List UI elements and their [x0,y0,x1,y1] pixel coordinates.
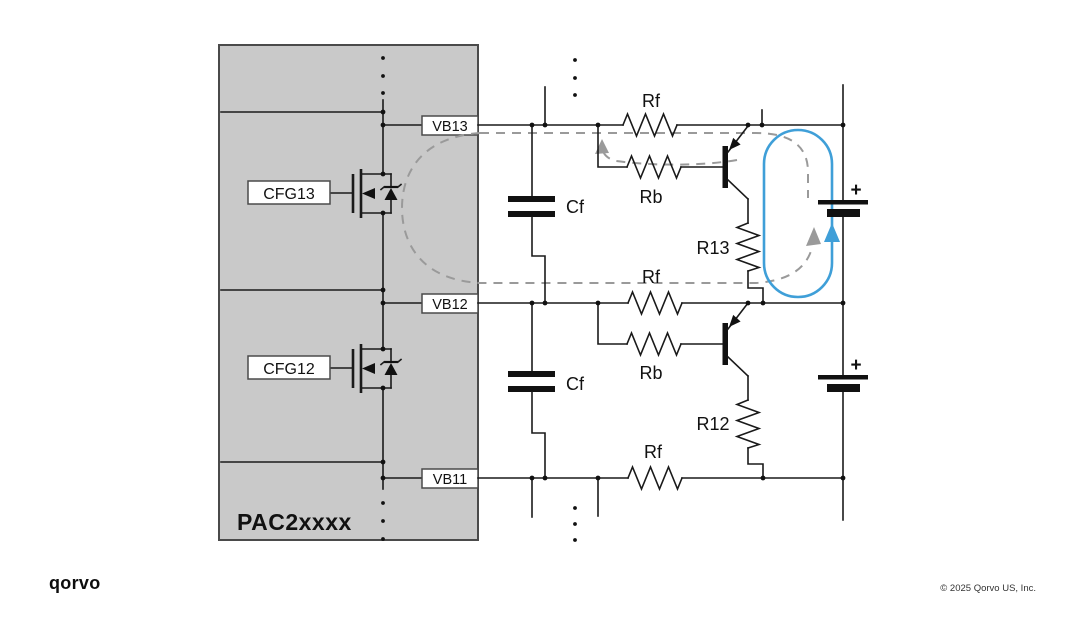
cfg13-label: CFG13 [263,186,315,203]
qorvo-logo: qorvo [49,573,101,593]
base-bar [722,323,728,365]
resistor-rb-top [625,153,683,181]
pin-vb12-label: VB12 [432,297,467,313]
body-arrow-icon [362,363,375,374]
resistor-r13 [734,221,762,273]
transistor-q13 [722,124,764,304]
resistor-rb-top-branch [597,124,724,181]
emitter-arrow-icon [729,137,741,150]
resistor-rf-bottom [626,464,684,492]
battery-plate-short [827,384,860,392]
gray-arrow-up-icon [595,139,609,154]
cap-plate [508,211,555,217]
cfg12-block: CFG12 [247,355,331,380]
label-rf-mid: Rf [642,267,661,287]
copyright-text: © 2025 Qorvo US, Inc. [940,583,1036,594]
component-labels: Rf Rf Rf Rb Rb R13 R12 Cf Cf [566,91,730,462]
label-cf-bottom: Cf [566,374,585,394]
resistor-rb-bottom [625,330,683,358]
resistor-rf-top [621,111,679,139]
body-arrow-icon [362,188,375,199]
label-rf-bottom: Rf [644,442,663,462]
ellipsis-dots [381,56,577,542]
pin-vb13-label: VB13 [432,119,467,135]
junction-dots [380,109,846,481]
label-rb-top: Rb [639,187,662,207]
continuation-stubs [531,86,763,518]
cfg13-block: CFG13 [247,180,331,205]
mosfet-cfg12 [329,344,403,393]
resistor-rf-mid [626,289,684,317]
label-rb-bottom: Rb [639,363,662,383]
battery-plate-long [818,200,868,205]
cap-plate [508,196,555,202]
battery-top: + [818,180,868,217]
mosfet-cfg13 [329,169,403,218]
resistor-r12 [734,398,762,450]
battery-plate-long [818,375,868,380]
battery-plate-short [827,209,860,217]
transistor-q12 [722,301,764,479]
current-loop-dashed [400,132,821,284]
blue-arrow-up-icon [824,223,840,242]
label-r12: R12 [696,414,729,434]
pin-box-vb13: VB13 [421,115,479,136]
emitter-arrow-icon [729,314,741,327]
battery-rail: + + [818,84,868,521]
battery-bottom: + [818,355,868,392]
label-r13: R13 [696,238,729,258]
cap-plate [508,371,555,377]
label-cf-top: Cf [566,197,585,217]
capacitor-cf-bottom [508,302,555,479]
body-diode-icon [384,363,398,375]
pin-vb11-label: VB11 [433,472,467,488]
cfg12-label: CFG12 [263,361,315,378]
pin-box-vb11: VB11 [421,468,479,489]
capacitor-cf-top [508,124,555,304]
battery-top-polarity: + [850,180,861,201]
cap-plate [508,386,555,392]
body-diode-icon [384,188,398,200]
battery-bottom-polarity: + [850,355,861,376]
resistor-rb-bottom-branch [597,302,724,358]
gray-arrow-up-icon [806,227,821,246]
chip-name: PAC2xxxx [237,509,352,535]
base-bar [722,146,728,188]
pin-box-vb12: VB12 [421,293,479,314]
label-rf-top: Rf [642,91,661,111]
